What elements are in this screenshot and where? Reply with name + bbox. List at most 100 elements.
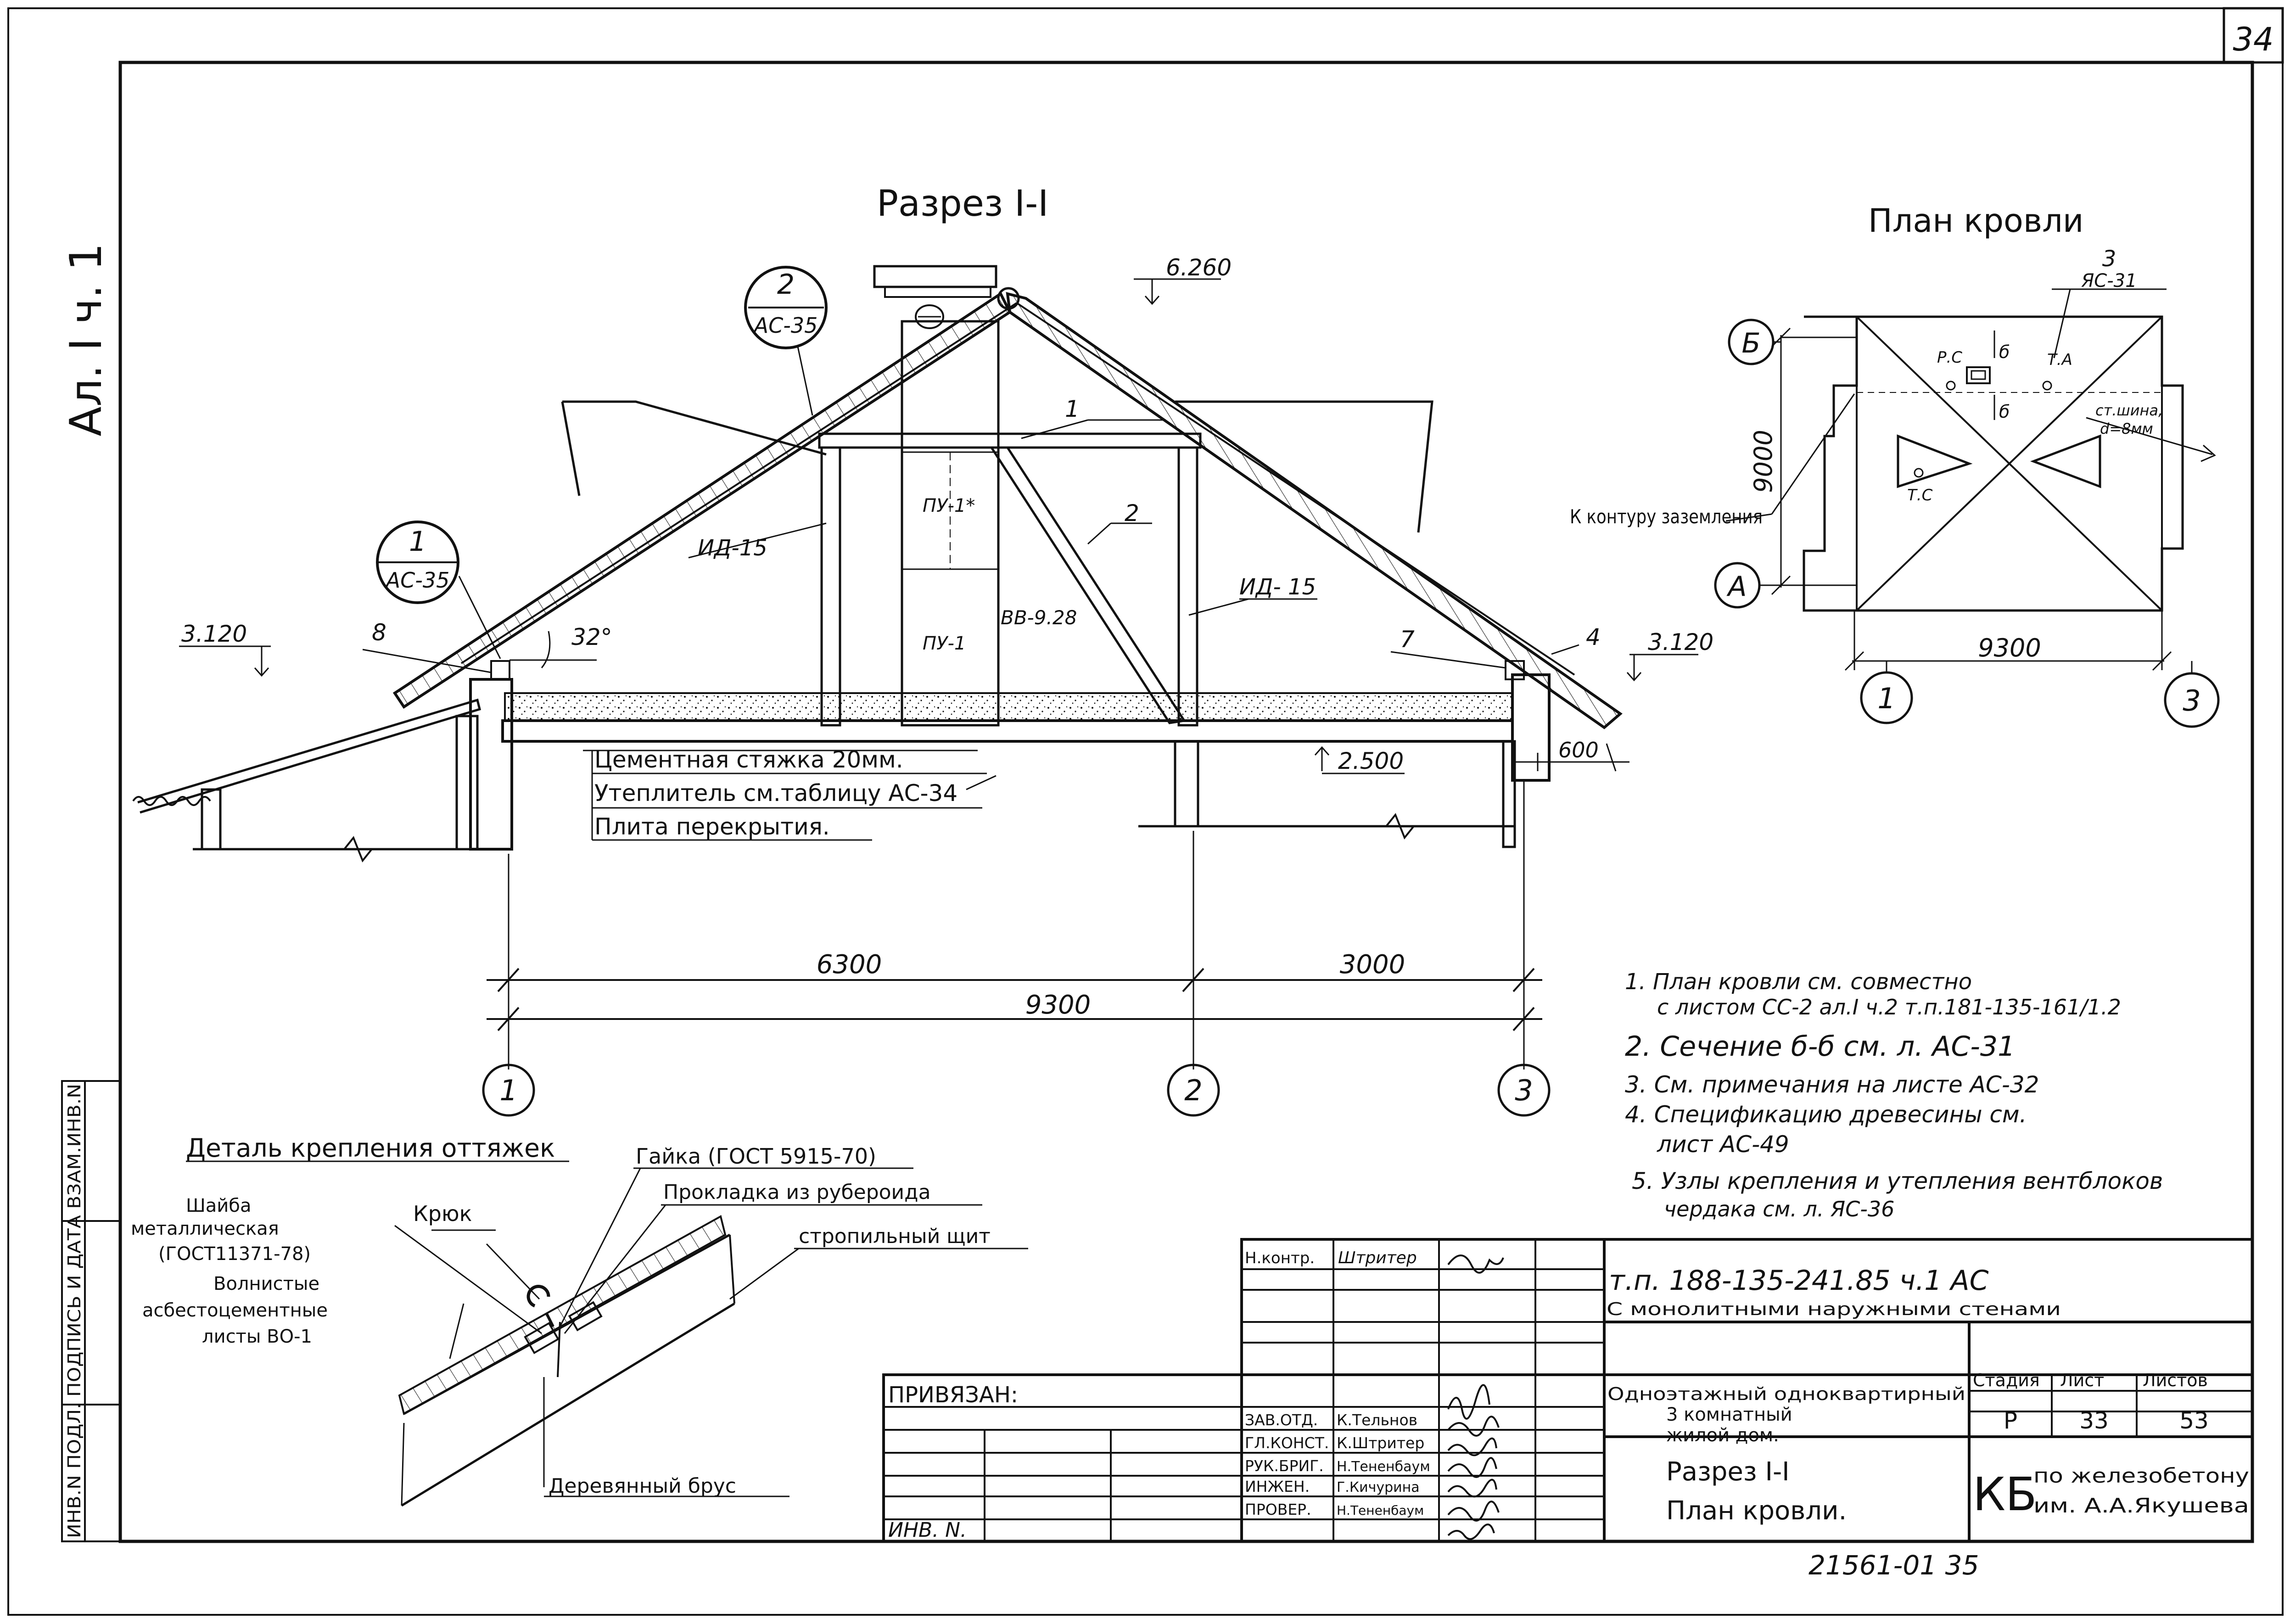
section-title: Разрез I-I (877, 183, 1048, 224)
tb-name-6: К.Штритер (1337, 1434, 1424, 1452)
detail-title: Деталь крепления оттяжек (186, 1133, 555, 1163)
tb-code: т.п. 188-135-241.85 ч.1 АС (1609, 1265, 1989, 1297)
tb-stage-h: Стадия (1973, 1370, 2040, 1390)
tb-inv: ИНВ. N. (888, 1518, 967, 1542)
note-4b: лист АС-49 (1657, 1131, 1789, 1158)
plan-tc: Т.С (1907, 486, 1933, 504)
pu1-star: ПУ-1* (923, 495, 975, 516)
sheet-number: 34 (2233, 21, 2273, 58)
tb-name-8: Г.Кичурина (1337, 1479, 1420, 1495)
detail-rafter: стропильный щит (799, 1225, 991, 1248)
dim-3000: 3000 (1340, 950, 1405, 980)
label-7: 7 (1400, 626, 1415, 653)
plan-axis-3: 3 (2183, 684, 2200, 717)
axis-3: 3 (1515, 1074, 1533, 1107)
dim-600: 600 (1558, 738, 1599, 762)
plan-title: План кровли (1868, 202, 2083, 240)
callout-top-ref: АС-35 (753, 313, 818, 338)
tb-sheet: 33 (2079, 1407, 2109, 1434)
tb-sheets-h: Листов (2143, 1370, 2208, 1390)
id15-left: ИД-15 (698, 535, 767, 561)
tb-role-7: РУК.БРИГ. (1245, 1457, 1324, 1475)
tb-role-8: ИНЖЕН. (1245, 1478, 1310, 1495)
tb-role-9: ПРОВЕР. (1245, 1501, 1311, 1518)
vv-label: ВВ-9.28 (1001, 606, 1077, 629)
plan-ground: К контуру заземления (1570, 505, 1763, 528)
archive-number: 21561-01 35 (1808, 1550, 1979, 1581)
mark-floor: 2.500 (1338, 748, 1404, 774)
tb-role-0: Н.контр. (1245, 1249, 1315, 1267)
plan-rs: Р.С (1937, 348, 1962, 367)
tb-building-3: жилой дом. (1666, 1425, 1779, 1446)
side-stamp-text: ИНВ.N ПОДЛ. ПОДПИСЬ И ДАТА ВЗАМ.ИНВ.N (64, 1084, 84, 1538)
label-1: 1 (1065, 396, 1080, 422)
tb-sheet-h: Лист (2060, 1370, 2104, 1390)
layer-slab: Плита перекрытия. (594, 813, 830, 840)
tb-drawing-2: План кровли. (1666, 1496, 1847, 1526)
plan-ref-num: 3 (2102, 246, 2116, 272)
note-1b: с листом СС-2 ал.I ч.2 т.п.181-135-161/1… (1657, 995, 2121, 1019)
title-block (882, 1238, 2254, 1543)
note-1: 1. План кровли см. совместно (1625, 969, 1972, 995)
plan-dim-9000: 9000 (1749, 430, 1778, 493)
pu1: ПУ-1 (923, 633, 966, 654)
callout-left-num: 1 (409, 526, 426, 558)
detail-washer-3: (ГОСТ11371-78) (158, 1243, 311, 1265)
detail-sheets-2: листы ВО-1 (202, 1326, 312, 1347)
note-5b: чердака см. л. ЯС-36 (1664, 1197, 1894, 1221)
axis-2: 2 (1184, 1074, 1202, 1107)
layer-insulation: Утеплитель см.таблицу АС-34 (594, 780, 957, 806)
axis-1: 1 (499, 1074, 517, 1107)
tb-org-kb: КБ (1973, 1467, 2037, 1521)
tb-name-7: Н.Тененбаум (1337, 1459, 1430, 1475)
section-drawing (132, 265, 1698, 1117)
mark-right: 3.120 (1648, 629, 1713, 655)
tb-building-2: 3 комнатный (1666, 1404, 1792, 1425)
plan-axis-a: А (1726, 571, 1747, 603)
tb-name-5: К.Тельнов (1337, 1411, 1417, 1429)
note-4: 4. Спецификацию древесины см. (1625, 1101, 2027, 1128)
mark-ridge: 6.260 (1166, 254, 1232, 281)
detail-hook: Крюк (413, 1201, 472, 1226)
detail-sheets-1: асбестоцементные (142, 1300, 328, 1321)
plan-strip: ст.шина, (2095, 402, 2163, 419)
tb-stage: Р (2004, 1407, 2017, 1434)
detail-nut: Гайка (ГОСТ 5915-70) (636, 1144, 876, 1169)
tb-name-9: Н.Тененбаум (1337, 1503, 1424, 1518)
detail-washer-1: Шайба (186, 1195, 251, 1216)
plan-strip-d: d=8мм (2100, 420, 2153, 437)
tb-sheets: 53 (2179, 1407, 2209, 1434)
callout-left-ref: АС-35 (385, 568, 450, 593)
note-5: 5. Узлы крепления и утепления вентблоков (1632, 1168, 2163, 1194)
mark-left: 3.120 (181, 621, 247, 647)
tb-role-6: ГЛ.КОНСТ. (1245, 1434, 1329, 1452)
plan-sec-mark-top: б (1999, 342, 2010, 362)
tb-building-1: Одноэтажный одноквартирный (1607, 1384, 1965, 1404)
detail-gasket: Прокладка из рубероида (663, 1181, 931, 1204)
note-3: 3. См. примечания на листе АС-32 (1625, 1071, 2039, 1098)
tb-org-2: им. А.А.Якушева (2033, 1494, 2249, 1518)
callout-top-num: 2 (777, 269, 795, 301)
label-4: 4 (1586, 624, 1601, 650)
label-8: 8 (372, 619, 386, 646)
note-2: 2. Сечение б-б см. л. АС-31 (1625, 1030, 2015, 1063)
plan-dim-9300: 9300 (1978, 633, 2041, 662)
detail-drawing (186, 1160, 1028, 1507)
tb-role-5: ЗАВ.ОТД. (1245, 1411, 1318, 1429)
id15-right: ИД- 15 (1239, 574, 1316, 600)
tb-org-1: по железобетону (2033, 1464, 2249, 1488)
detail-wavy: Волнистые (213, 1273, 319, 1294)
dim-6300: 6300 (817, 950, 882, 980)
label-2: 2 (1125, 500, 1139, 526)
roof-plan-drawing (1714, 288, 2220, 728)
detail-washer-2: металлическая (131, 1218, 279, 1239)
side-stamp (61, 1080, 121, 1542)
plan-sec-mark-bot: б (1999, 402, 2010, 422)
tb-bound: ПРИВЯЗАН: (888, 1382, 1018, 1408)
tb-subtitle: С монолитными наружными стенами (1607, 1299, 2061, 1319)
notes: 1. План кровли см. совместно с листом СС… (1625, 969, 2163, 1221)
plan-axis-1: 1 (1877, 682, 1895, 715)
tb-roles: Н.контр. ЗАВ.ОТД. ГЛ.КОНСТ. РУК.БРИГ. ИН… (1245, 1249, 1430, 1518)
